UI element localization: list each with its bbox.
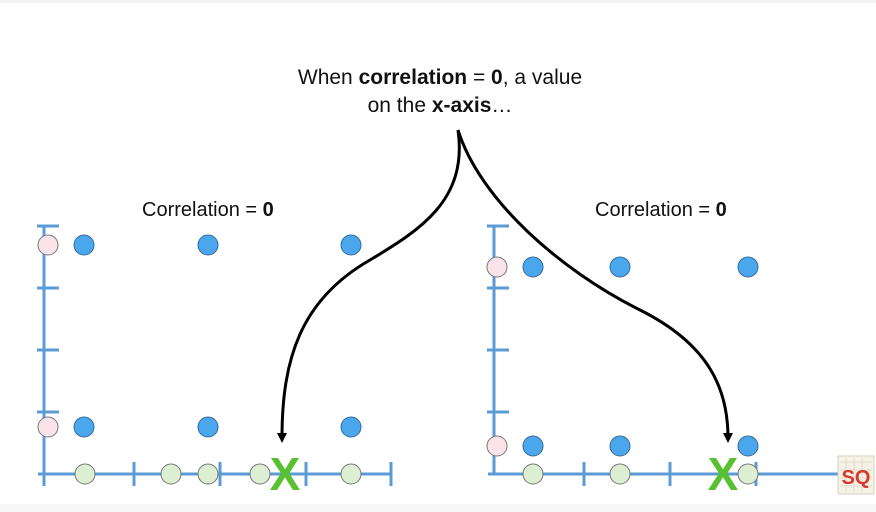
left-correlation-label: Correlation = 0 — [142, 199, 274, 221]
left-data-point — [340, 234, 362, 256]
right-correlation-label: Correlation = 0 — [595, 199, 727, 221]
right-x-projection — [737, 463, 759, 485]
caption-line-2: on the x-axis… — [367, 94, 513, 117]
right-data-point — [609, 435, 631, 457]
left-data-point — [197, 416, 219, 438]
left-y-axis — [37, 224, 59, 486]
right-data-point — [737, 435, 759, 457]
left-y-projection — [37, 416, 59, 438]
left-data-point — [73, 416, 95, 438]
left-x-projection — [197, 463, 219, 485]
left-x-projection — [340, 463, 362, 485]
svg-text:SQ: SQ — [842, 467, 871, 489]
right-x-projection — [522, 463, 544, 485]
top-edge — [0, 0, 876, 3]
left-data-point — [197, 234, 219, 256]
right-y-projection — [486, 256, 508, 278]
caption: When correlation = 0, a value on the x-a… — [240, 64, 640, 120]
right-data-point — [609, 256, 631, 278]
channel-logo: SQ — [836, 452, 876, 498]
arrow-to-right-x — [456, 129, 733, 443]
caption-line-1: When correlation = 0, a value — [297, 66, 583, 89]
left-data-point — [73, 234, 95, 256]
left-x-projection — [249, 463, 271, 485]
right-data-point — [737, 256, 759, 278]
right-x-projection — [609, 463, 631, 485]
right-data-point — [522, 256, 544, 278]
left-x-marker: X — [270, 448, 301, 500]
left-x-projection — [74, 463, 96, 485]
right-data-point — [522, 435, 544, 457]
right-x-marker: X — [708, 448, 739, 500]
left-data-point — [340, 416, 362, 438]
arrow-to-left-x — [277, 129, 461, 443]
left-y-projection — [37, 234, 59, 256]
right-y-projection — [486, 435, 508, 457]
bottom-edge — [0, 504, 876, 512]
left-x-projection — [160, 463, 182, 485]
